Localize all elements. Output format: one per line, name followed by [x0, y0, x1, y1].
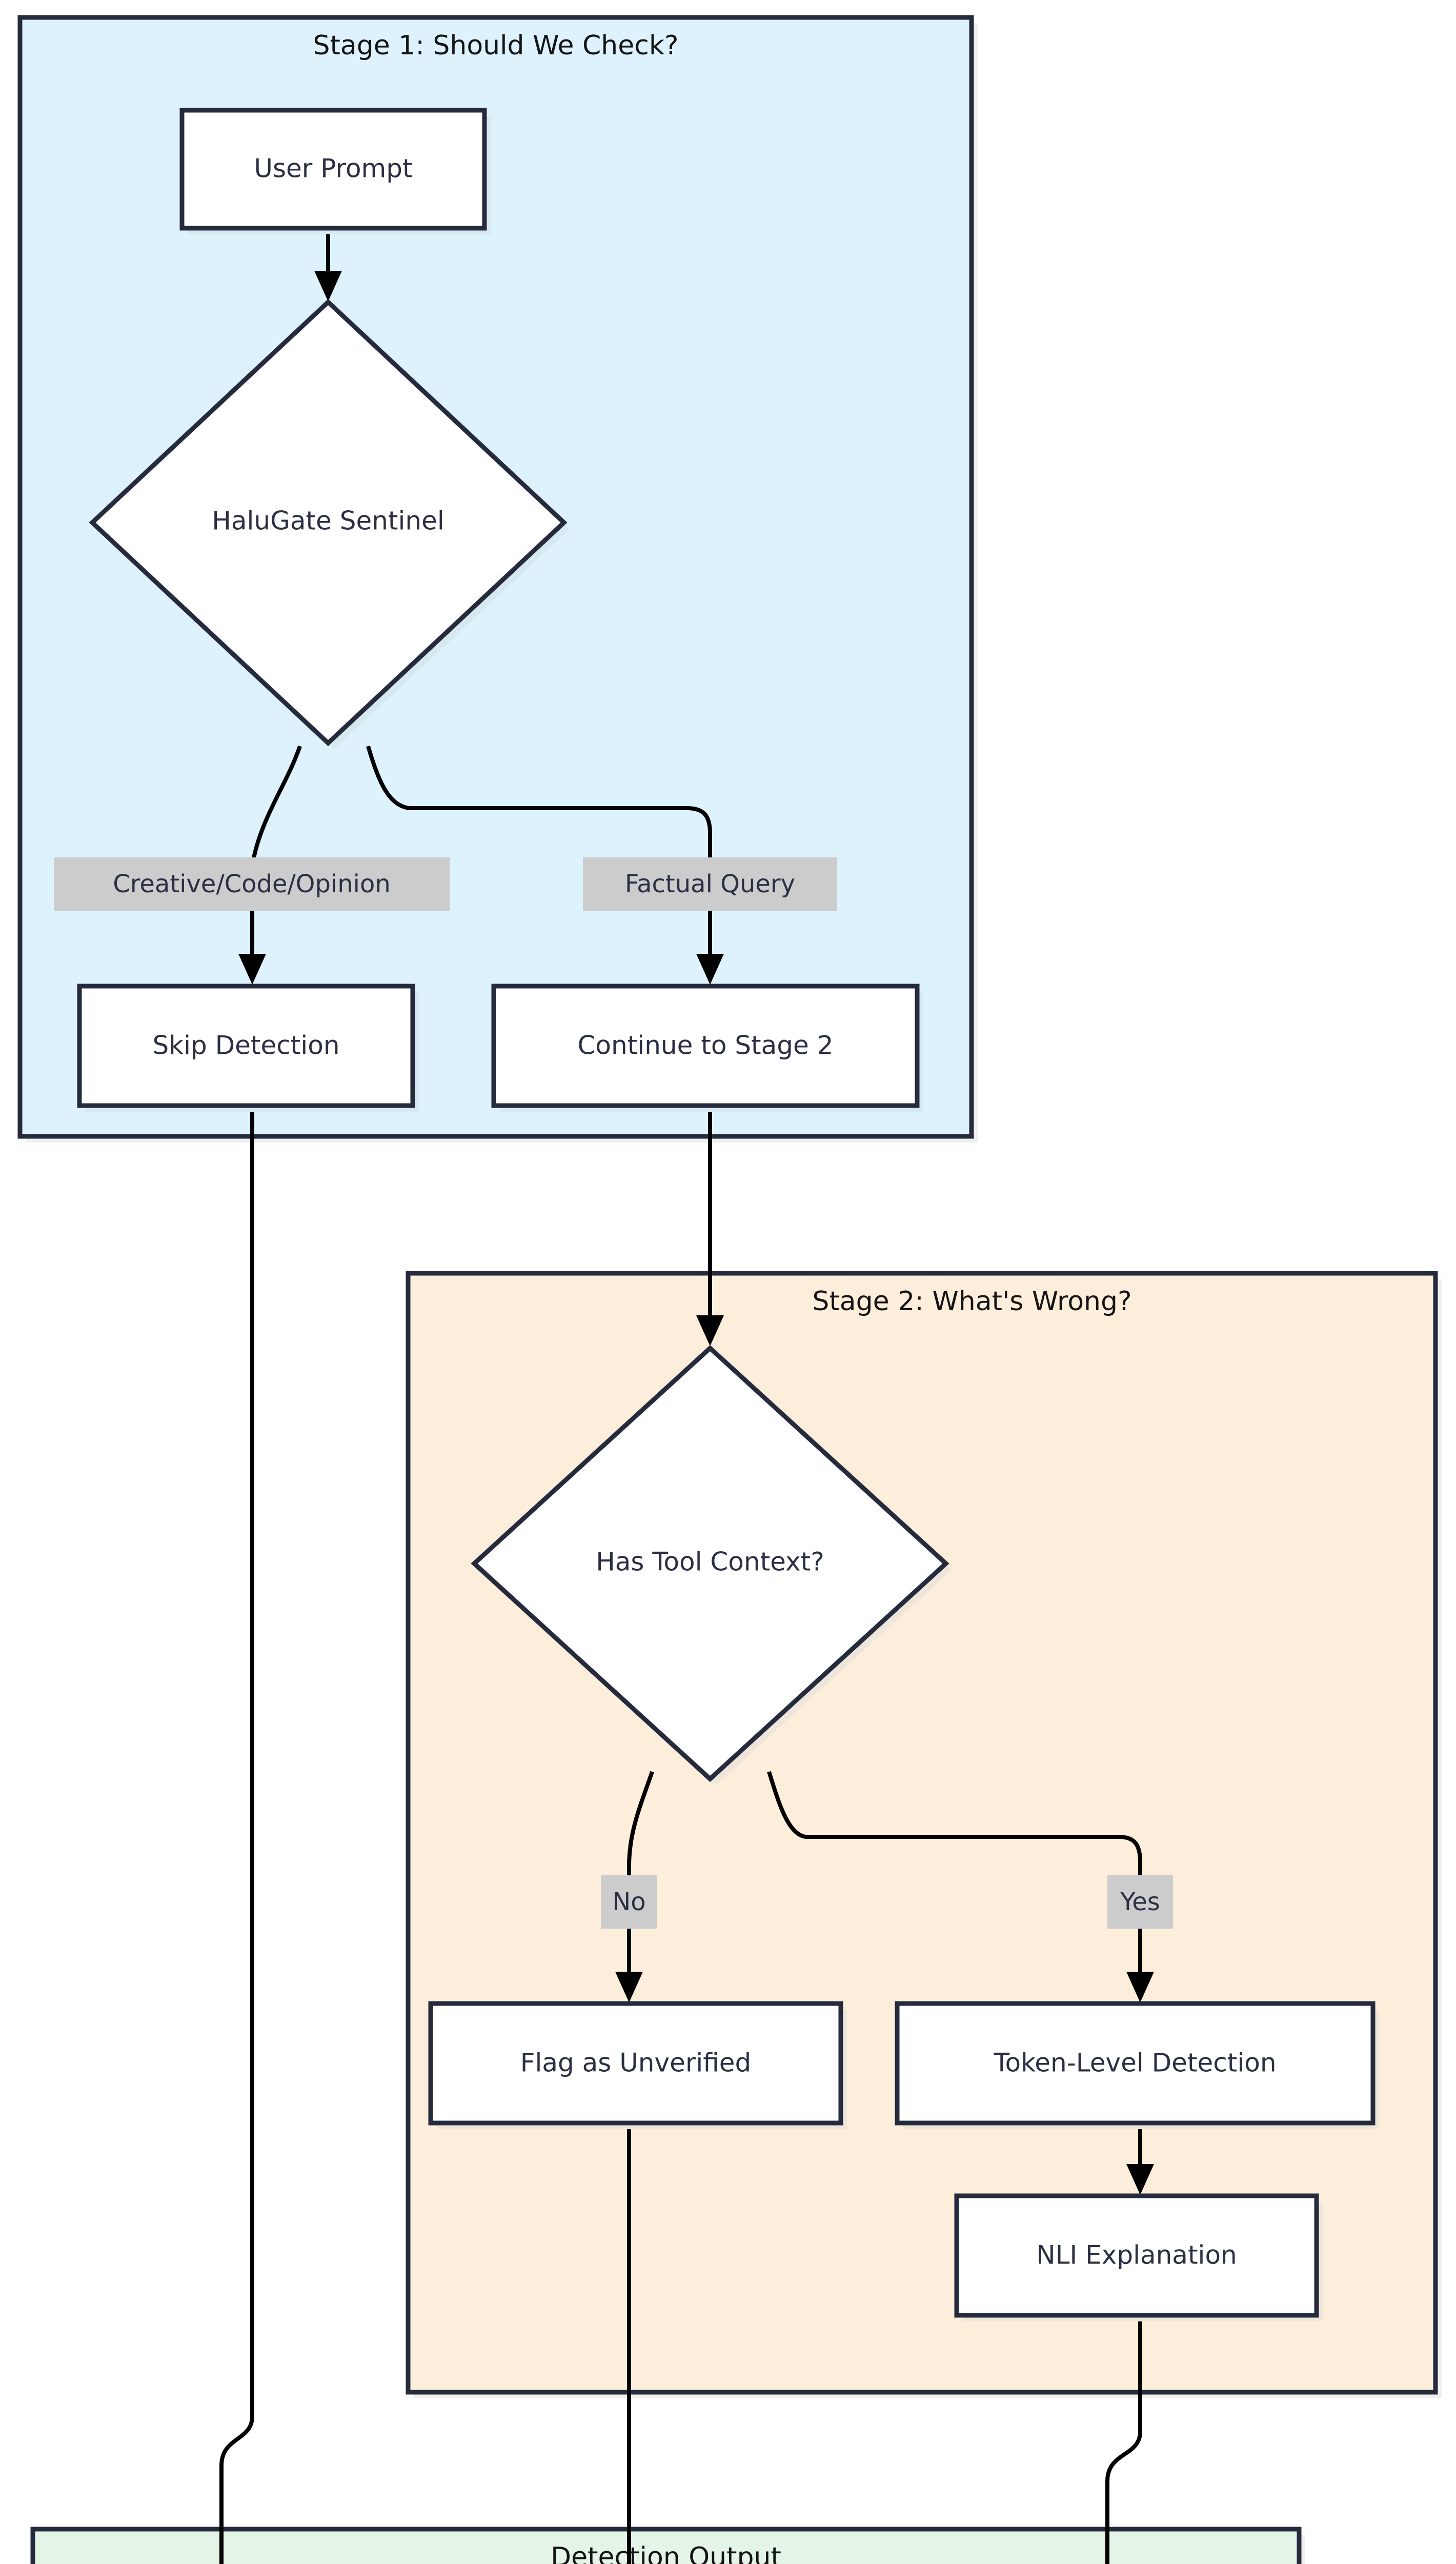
edge-label-yes-bg — [1107, 1875, 1173, 1929]
cluster-output-box — [30, 2527, 1302, 2564]
edge-label-factual-text: Factual Query — [625, 870, 795, 898]
edge-label-factual-bg — [583, 857, 837, 911]
edges-layer — [219, 228, 1154, 2564]
edge-label-factual-query: Factual Query — [583, 857, 837, 911]
node-user-prompt-label: User Prompt — [254, 154, 412, 184]
node-has-tool-context[interactable]: Has Tool Context? — [471, 1345, 952, 1785]
node-halugate-sentinel-shape — [89, 298, 568, 747]
node-nli-label: NLI Explanation — [1036, 2240, 1237, 2270]
edge-label-creative-text: Creative/Code/Opinion — [113, 870, 391, 898]
edge-arrowhead-halugate — [314, 271, 342, 302]
edge-arrowhead-continue — [696, 954, 724, 985]
node-skip-detection-label: Skip Detection — [152, 1031, 339, 1060]
cluster-stage1-title: Stage 1: Should We Check? — [313, 30, 678, 61]
node-nli-explanation[interactable]: NLI Explanation — [954, 2193, 1323, 2321]
node-continue-box — [491, 984, 920, 1108]
edge-halugate-to-skip — [250, 745, 302, 969]
edge-arrowhead-nli — [1126, 2164, 1154, 2195]
cluster-output: Detection Output — [30, 2527, 1305, 2564]
node-continue-label: Continue to Stage 2 — [578, 1031, 834, 1060]
edge-label-yes: Yes — [1107, 1875, 1173, 1929]
node-halugate-sentinel-label: HaluGate Sentinel — [212, 506, 444, 536]
node-halugate-sentinel[interactable]: HaluGate Sentinel — [89, 298, 570, 749]
node-user-prompt-box — [179, 108, 487, 231]
node-flag-label: Flag as Unverified — [520, 2048, 752, 2078]
edge-has-tool-to-token-level — [767, 1771, 1142, 1987]
cluster-output-title: Detection Output — [551, 2542, 781, 2564]
node-continue-to-stage-2[interactable]: Continue to Stage 2 — [491, 984, 923, 1112]
edge-label-creative-bg — [54, 857, 450, 911]
edge-arrowhead-flag — [615, 1972, 643, 2002]
node-skip-detection-box — [77, 984, 415, 1108]
node-token-level-label: Token-Level Detection — [993, 2048, 1276, 2078]
node-token-level-detection[interactable]: Token-Level Detection — [895, 2001, 1379, 2129]
edge-arrowhead-skip — [238, 954, 266, 985]
node-nli-box — [954, 2193, 1319, 2318]
node-has-tool-context-label: Has Tool Context? — [596, 1547, 824, 1577]
edge-label-creative-code-opinion: Creative/Code/Opinion — [54, 857, 450, 911]
node-flag-as-unverified[interactable]: Flag as Unverified — [428, 2001, 847, 2129]
edge-halugate-to-continue — [366, 745, 712, 969]
edge-arrowhead-has-tool — [696, 1315, 724, 1346]
node-user-prompt[interactable]: User Prompt — [179, 108, 491, 234]
node-token-level-box — [895, 2001, 1376, 2126]
node-skip-detection[interactable]: Skip Detection — [77, 984, 419, 1112]
node-flag-box — [428, 2001, 843, 2126]
edge-label-yes-text: Yes — [1120, 1888, 1160, 1916]
cluster-stage2-title: Stage 2: What's Wrong? — [812, 1286, 1131, 1317]
edge-has-tool-to-flag — [627, 1771, 654, 1987]
edge-skip-to-pass-through — [219, 1106, 254, 2564]
edge-label-no: No — [601, 1875, 657, 1929]
node-has-tool-context-shape — [471, 1345, 949, 1782]
edge-label-no-text: No — [612, 1888, 645, 1916]
edge-nli-to-report — [1105, 2315, 1142, 2564]
edge-arrowhead-token-level — [1126, 1972, 1154, 2002]
edge-label-no-bg — [601, 1875, 657, 1929]
